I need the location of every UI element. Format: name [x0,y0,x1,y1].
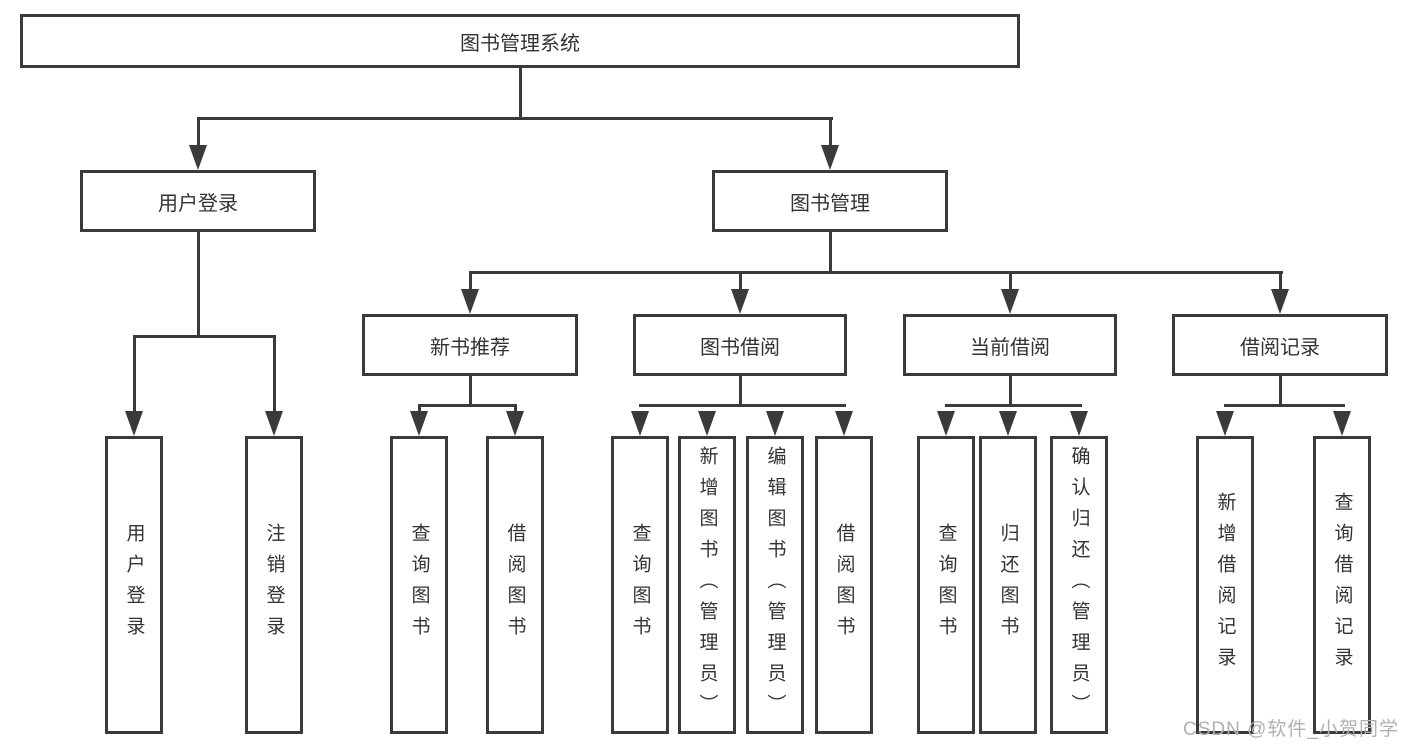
connector-to-user-login-stem [196,117,200,147]
leaf-recommend-borrow-book-label: 借阅图书 [504,523,526,647]
arrow-to-bb-query [631,411,649,436]
leaf-confirm-return-admin: 确认归还（管理员） [1050,436,1108,734]
arrow-to-bb-edit [766,411,784,436]
arrow-to-book-management [821,145,839,170]
leaf-add-book-admin: 新增图书（管理员） [678,436,736,734]
leaf-recommend-query-book: 查询图书 [390,436,448,734]
node-root: 图书管理系统 [20,14,1020,68]
arrow-to-recommend-query [410,411,428,436]
connector-to-recommend-stem [468,271,472,293]
arrow-to-br-add [1216,411,1234,436]
leaf-current-query-book-label: 查询图书 [935,523,957,647]
connector-to-leaf-logout-stem [272,335,276,413]
node-book-borrow-label: 图书借阅 [700,336,780,359]
csdn-watermark: CSDN @软件_小贺同学 [1183,719,1399,740]
leaf-query-borrow-record-label: 查询借阅记录 [1331,492,1353,678]
connector-root-down [518,68,522,118]
connector-user-login-down [196,232,200,338]
leaf-logout-label: 注销登录 [263,523,285,647]
connector-level3-rail [468,271,1283,274]
arrow-to-br-query [1333,411,1351,436]
arrow-to-current-borrow [1001,289,1019,314]
connector-borrow-records-down [1278,376,1282,407]
stem [417,404,421,414]
node-book-management-label: 图书管理 [790,192,870,215]
arrow-to-bb-add [698,411,716,436]
leaf-borrow-book: 借阅图书 [815,436,873,734]
arrow-to-borrow-records [1271,289,1289,314]
arrow-to-bb-borrow [835,411,853,436]
node-book-borrow: 图书借阅 [633,314,847,376]
arrow-to-user-login [189,145,207,170]
leaf-borrow-query-book-label: 查询图书 [629,523,651,647]
node-new-book-recommend: 新书推荐 [362,314,578,376]
connector-to-book-management-stem [828,117,832,147]
arrow-to-cb-query [937,411,955,436]
arrow-to-leaf-user-login [125,411,143,436]
leaf-return-book-label: 归还图书 [997,523,1019,647]
connector-borrow-records-rail [1223,404,1345,407]
connector-to-book-borrow-stem [738,271,742,293]
leaf-recommend-query-book-label: 查询图书 [408,523,430,647]
connector-level2-rail [196,117,833,120]
node-new-book-recommend-label: 新书推荐 [430,336,510,359]
leaf-borrow-query-book: 查询图书 [611,436,669,734]
connector-to-leaf-user-login-stem [132,335,136,413]
node-user-login: 用户登录 [80,170,316,232]
leaf-logout: 注销登录 [245,436,303,734]
connector-book-borrow-down [738,376,742,407]
connector-book-borrow-rail [638,404,846,407]
arrow-to-cb-confirm [1070,411,1088,436]
node-root-label: 图书管理系统 [460,32,580,55]
leaf-add-book-admin-label: 新增图书（管理员） [696,445,718,725]
leaf-recommend-borrow-book: 借阅图书 [486,436,544,734]
connector-to-current-borrow-stem [1008,271,1012,293]
connector-current-borrow-down [1008,376,1012,407]
connector-user-login-rail [132,335,276,338]
arrow-to-cb-return [999,411,1017,436]
node-book-management: 图书管理 [712,170,948,232]
leaf-query-borrow-record: 查询借阅记录 [1313,436,1371,734]
leaf-add-borrow-record: 新增借阅记录 [1196,436,1254,734]
arrow-to-new-book-recommend [461,289,479,314]
arrow-to-book-borrow [731,289,749,314]
leaf-return-book: 归还图书 [979,436,1037,734]
node-borrow-records-label: 借阅记录 [1240,336,1320,359]
leaf-user-login: 用户登录 [105,436,163,734]
connector-recommend-rail [417,404,517,407]
node-user-login-label: 用户登录 [158,192,238,215]
arrow-to-leaf-logout [265,411,283,436]
arrow-to-recommend-borrow [506,411,524,436]
leaf-add-borrow-record-label: 新增借阅记录 [1214,492,1236,678]
node-current-borrow-label: 当前借阅 [970,336,1050,359]
leaf-edit-book-admin: 编辑图书（管理员） [746,436,804,734]
connector-current-borrow-rail [944,404,1082,407]
connector-recommend-down [468,376,472,407]
stem [513,404,517,414]
node-borrow-records: 借阅记录 [1172,314,1388,376]
connector-book-management-down [828,232,832,273]
leaf-user-login-label: 用户登录 [123,523,145,647]
leaf-borrow-book-label: 借阅图书 [833,523,855,647]
connector-to-borrow-records-stem [1278,271,1282,293]
leaf-edit-book-admin-label: 编辑图书（管理员） [764,445,786,725]
node-current-borrow: 当前借阅 [903,314,1117,376]
leaf-confirm-return-admin-label: 确认归还（管理员） [1068,445,1090,725]
leaf-current-query-book: 查询图书 [917,436,975,734]
